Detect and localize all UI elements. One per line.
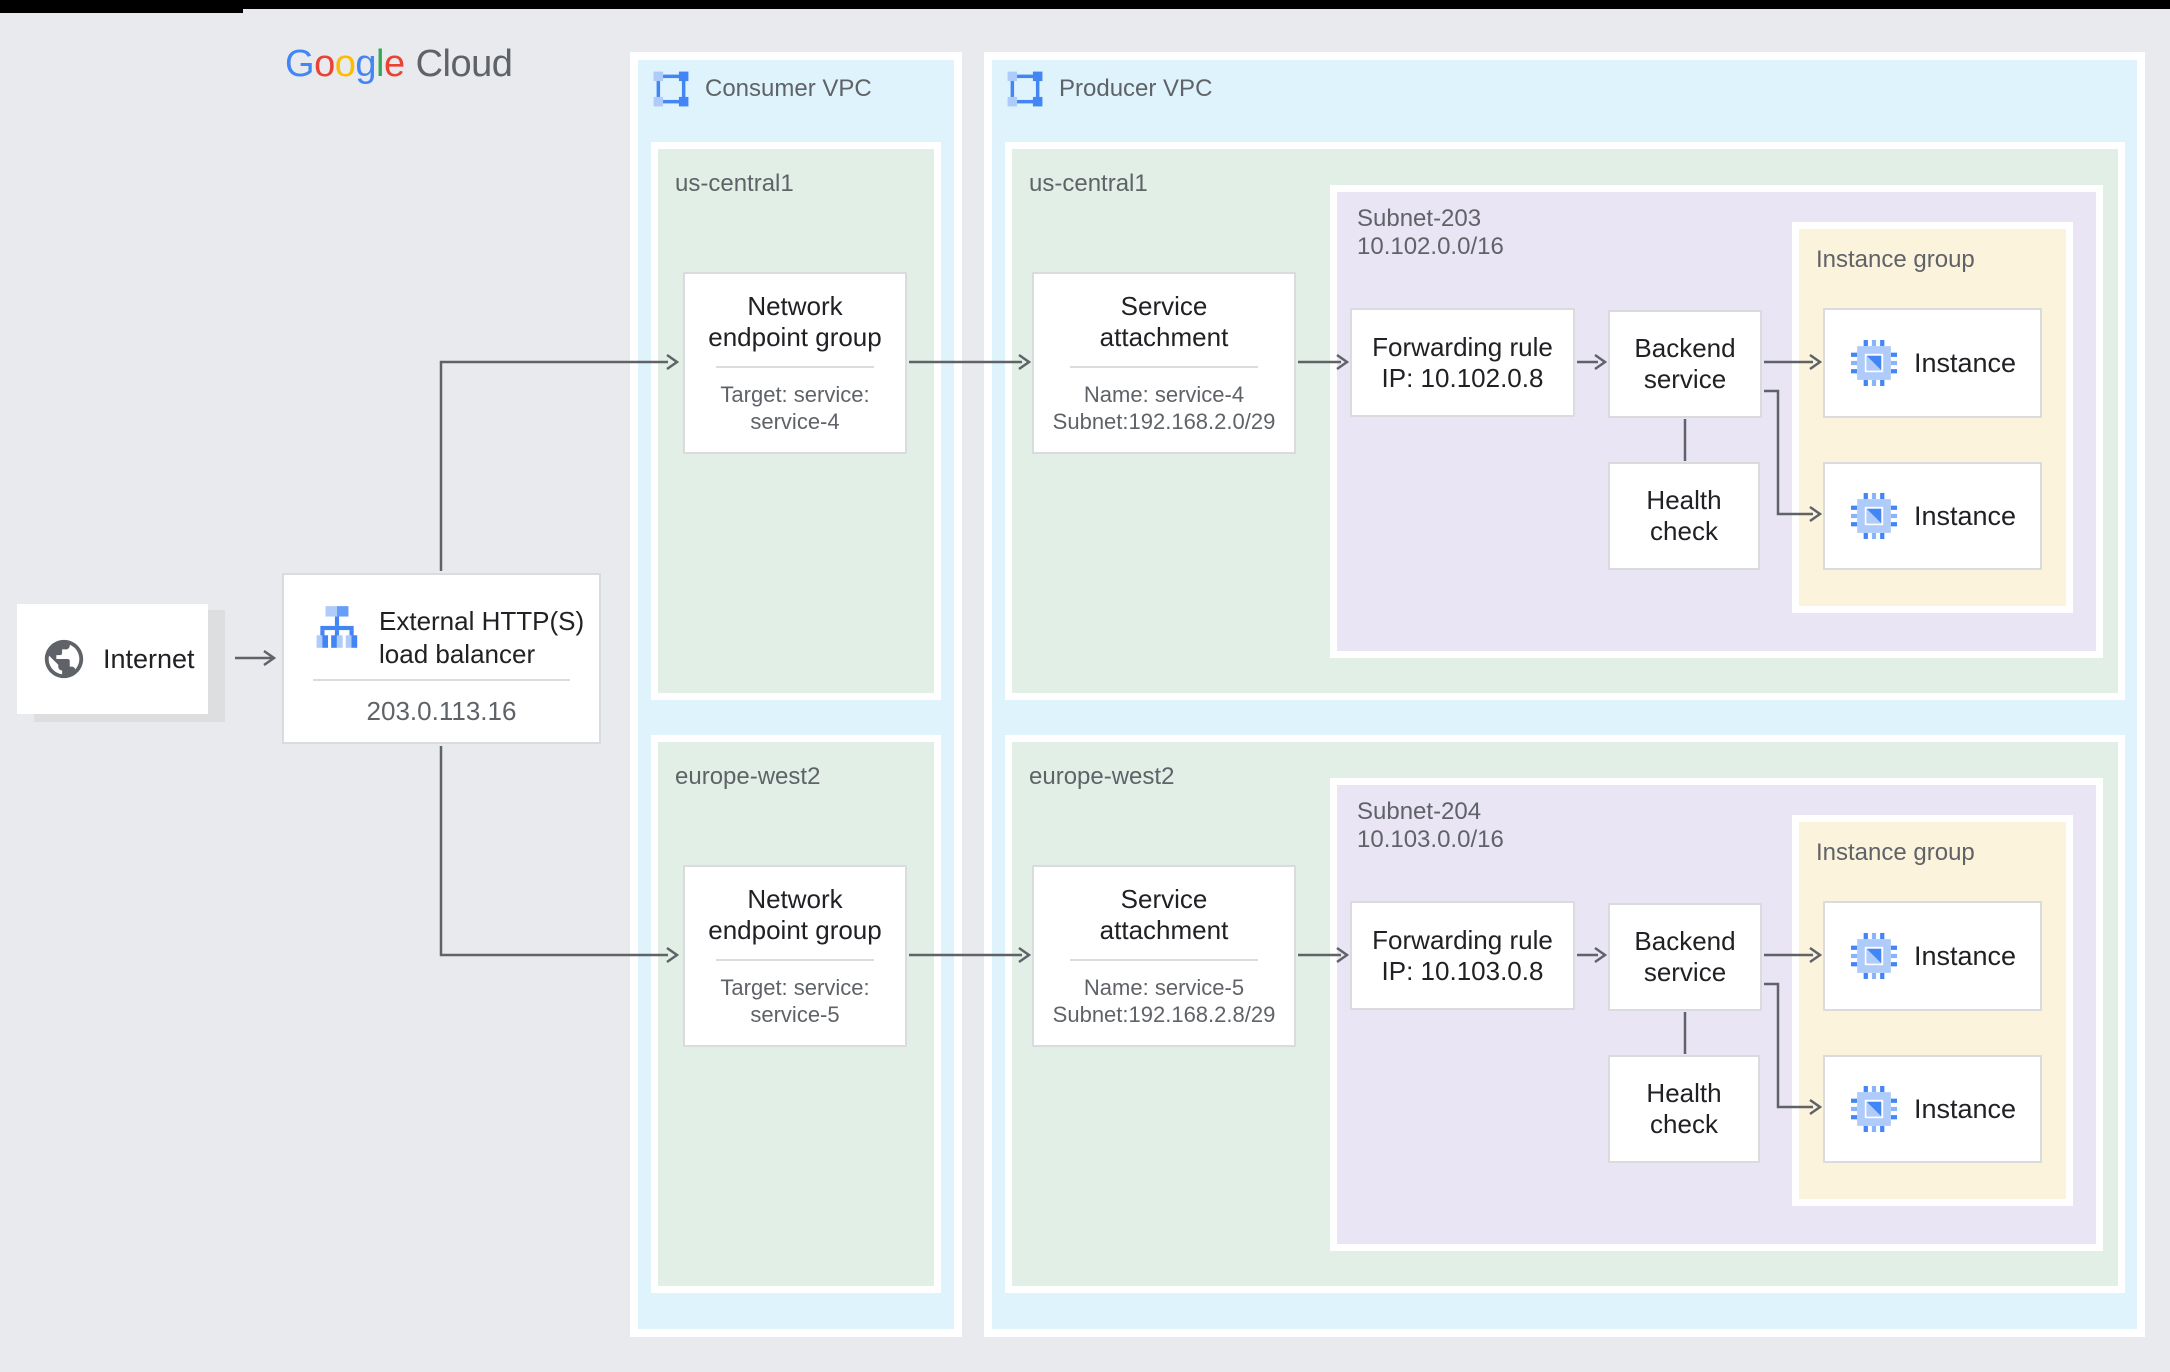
forwarding-rule-box: Forwarding rule IP: 10.102.0.8 [1350,308,1575,417]
logo-letter: G [285,43,315,85]
arrow-bs-to-instance-1b [1764,389,1813,516]
backend-service-text: Backend service [1634,333,1736,394]
instance-group-label: Instance group [1816,839,1975,866]
instance-box: Instance [1823,1055,2042,1163]
service-attachment-box: Service attachment Name: service-5 Subne… [1032,865,1296,1047]
network-endpoint-group-box: Network endpoint group Target: service: … [683,865,907,1047]
service-attachment-detail: Name: service-5 Subnet:192.168.2.8/29 [1052,975,1276,1027]
load-balancer-box: External HTTP(S) load balancer 203.0.113… [282,573,601,744]
logo-letter: l [375,43,384,85]
instance-box: Instance [1823,462,2042,570]
arrowhead [1809,353,1823,371]
producer-vpc-label: Producer VPC [1059,75,1213,102]
region-label: us-central1 [1029,170,1148,197]
subnet-cidr: 10.102.0.0/16 [1357,233,1504,260]
forwarding-rule-box: Forwarding rule IP: 10.103.0.8 [1350,901,1575,1010]
consumer-vpc-header: Consumer VPC [652,70,872,108]
divider [715,959,875,961]
backend-service-box: Backend service [1608,903,1762,1011]
arrowhead [1018,353,1032,371]
logo-cloud-word: Cloud [415,43,513,85]
health-check-box: Health check [1608,462,1760,570]
service-attachment-title: Service attachment [1099,884,1229,945]
forwarding-rule-text: Forwarding rule IP: 10.102.0.8 [1372,331,1553,393]
logo-letter: o [334,43,356,85]
arrowhead [1809,946,1823,964]
backend-service-text: Backend service [1634,926,1736,987]
logo-letter: o [314,43,335,85]
instance-label: Instance [1914,940,2017,971]
instance-box: Instance [1823,901,2042,1011]
top-black-bar [0,0,2170,9]
top-left-black-bar [0,0,243,13]
arrowhead [1336,353,1350,371]
arrow-bs-to-instance-2b [1764,982,1813,1109]
region-label: europe-west2 [1029,763,1175,790]
arrowhead [666,946,680,964]
health-check-text: Health check [1646,1078,1722,1139]
instance-box: Instance [1823,308,2042,418]
forwarding-rule-text: Forwarding rule IP: 10.103.0.8 [1372,924,1553,986]
instance-label: Instance [1914,347,2017,378]
instance-group-label: Instance group [1816,246,1975,273]
divider [1070,959,1258,961]
subnet-cidr: 10.103.0.0/16 [1357,826,1504,853]
arrowhead [1594,353,1608,371]
producer-vpc-header: Producer VPC [1006,70,1212,108]
health-check-box: Health check [1608,1055,1760,1163]
backend-service-box: Backend service [1608,310,1762,418]
divider [1070,366,1258,368]
health-check-text: Health check [1646,485,1722,546]
arrow-lb-to-neg-2 [439,746,668,957]
divider [313,679,570,681]
load-balancer-title: External HTTP(S) load balancer [379,606,585,669]
divider [715,366,875,368]
neg-detail: Target: service: service-5 [720,975,870,1027]
service-attachment-detail: Name: service-4 Subnet:192.168.2.0/29 [1052,382,1276,434]
neg-title: Network endpoint group [708,884,882,945]
logo-letter: e [383,43,405,85]
network-endpoint-group-box: Network endpoint group Target: service: … [683,272,907,454]
region-label: us-central1 [675,170,794,197]
arrow-lb-to-neg-1 [439,360,668,571]
arrowhead [1018,946,1032,964]
arrowhead [1809,1098,1823,1116]
arrowhead [1336,946,1350,964]
internet-box: Internet [17,604,208,714]
arrowhead [1809,505,1823,523]
arrowhead [1594,946,1608,964]
instance-label: Instance [1914,1093,2017,1124]
internet-label: Internet [103,643,195,674]
subnet-label: Subnet-203 10.102.0.0/16 [1357,205,1504,261]
service-attachment-title: Service attachment [1099,291,1229,352]
region-label: europe-west2 [675,763,821,790]
logo-letter: g [355,43,376,85]
arrowhead [666,353,680,371]
subnet-label: Subnet-204 10.103.0.0/16 [1357,798,1504,854]
arrowhead [263,649,277,667]
instance-label: Instance [1914,500,2017,531]
consumer-vpc-label: Consumer VPC [705,75,872,102]
neg-title: Network endpoint group [708,291,882,352]
subnet-name: Subnet-204 [1357,798,1482,825]
service-attachment-box: Service attachment Name: service-4 Subne… [1032,272,1296,454]
neg-detail: Target: service: service-4 [720,382,870,434]
load-balancer-ip: 203.0.113.16 [366,696,517,726]
subnet-name: Subnet-203 [1357,205,1482,232]
